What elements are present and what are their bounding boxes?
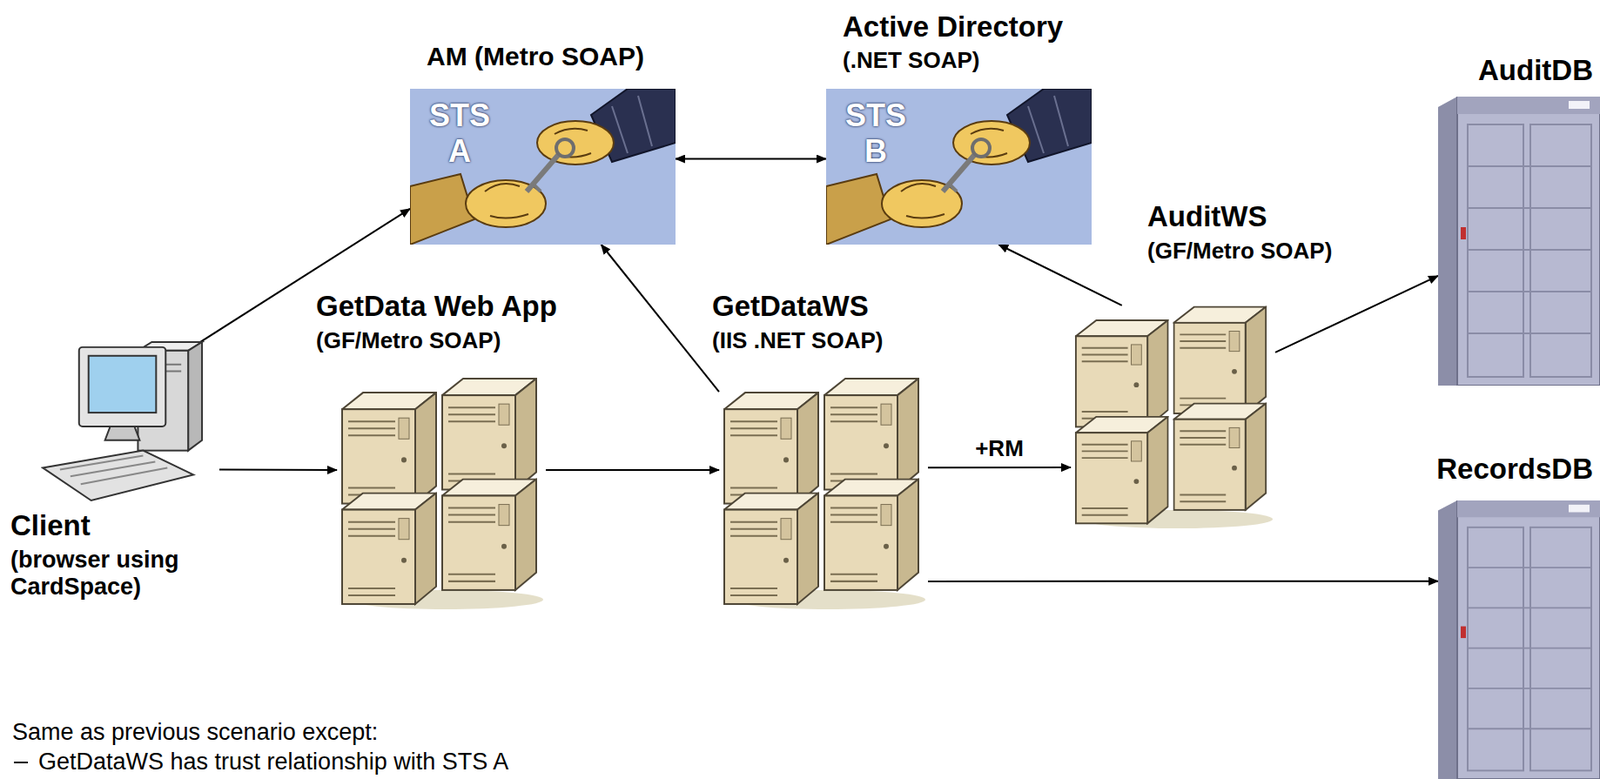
connector-arrow — [601, 244, 720, 392]
connector-arrow — [545, 469, 720, 471]
connector-arrow — [927, 466, 1071, 469]
server-cluster — [1070, 295, 1276, 532]
node-text: (GF/Metro SOAP) — [1147, 238, 1332, 265]
server-cluster — [336, 367, 546, 612]
computer-icon — [40, 336, 215, 505]
connector-arrow — [927, 580, 1439, 583]
node-title: AuditDB — [1424, 53, 1594, 88]
node-text: (GF/Metro SOAP) — [315, 328, 501, 355]
client-node: Client(browser using CardSpace) — [10, 336, 229, 602]
server-node: GetDataWS (IIS .NET SOAP) — [712, 289, 928, 612]
sts-box: Active Directory (.NET SOAP) STS B — [826, 10, 1092, 245]
bullet-dash — [13, 761, 28, 764]
database-cabinet — [1438, 500, 1600, 779]
node-title: Active Directory — [842, 10, 1063, 44]
server-cluster — [719, 367, 928, 612]
node-title: AM (Metro SOAP) — [426, 41, 645, 73]
node-title: Client — [10, 509, 91, 543]
database-cabinet — [1438, 500, 1600, 779]
connector-arrow — [675, 158, 827, 161]
note-text: GetDataWS has trust relationship with ST… — [38, 748, 509, 776]
edge-label: +RM — [973, 436, 1026, 463]
database-cabinet — [1438, 96, 1600, 386]
server-node: AuditWS (GF/Metro SOAP) — [1070, 200, 1333, 532]
node-title: RecordsDB — [1424, 452, 1594, 486]
node-text: (browser using CardSpace) — [10, 546, 229, 601]
database-node: RecordsDB — [1424, 452, 1600, 779]
node-text: (IIS .NET SOAP) — [712, 328, 883, 355]
node-title: AuditWS — [1147, 200, 1267, 234]
note-text: Same as previous scenario except: — [12, 719, 378, 747]
node-title: GetDataWS — [712, 289, 869, 323]
node-text: (.NET SOAP) — [842, 47, 980, 74]
node-text: STS A — [424, 97, 495, 170]
server-cluster — [1070, 295, 1276, 532]
connector-arrow — [998, 244, 1123, 306]
server-cluster — [336, 367, 546, 612]
connector-arrow — [219, 468, 337, 471]
node-title: GetData Web App — [315, 289, 558, 323]
server-cluster — [719, 367, 928, 612]
sts-box: AM (Metro SOAP) STS A — [410, 41, 676, 245]
computer-icon — [40, 336, 215, 505]
connector-arrow — [1275, 275, 1439, 353]
database-cabinet — [1438, 96, 1600, 386]
node-text: STS B — [840, 97, 911, 170]
server-node: GetData Web App (GF/Metro SOAP) — [315, 289, 558, 612]
database-node: AuditDB — [1424, 53, 1600, 386]
